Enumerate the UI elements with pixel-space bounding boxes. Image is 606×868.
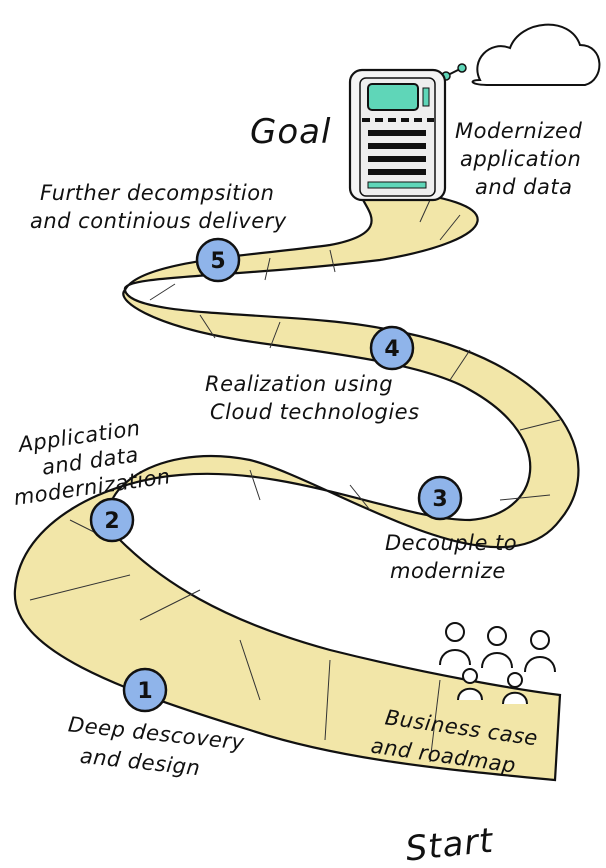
step-1-number: 1 bbox=[137, 679, 152, 704]
road-fill bbox=[13, 188, 580, 782]
step-2-label: Application and data modernization bbox=[12, 416, 172, 510]
goal-description: Modernized application and data bbox=[455, 119, 582, 199]
svg-text:Modernized: Modernized bbox=[455, 119, 582, 143]
svg-text:modernize: modernize bbox=[390, 559, 506, 583]
goal-label: Goal bbox=[250, 112, 331, 152]
step-marker-1: 1 bbox=[122, 667, 168, 713]
step-1-label: Deep descovery and design bbox=[67, 712, 246, 781]
road-pavement-lines bbox=[29, 199, 561, 763]
svg-text:Further decompsition: Further decompsition bbox=[40, 181, 274, 205]
cloud-icon bbox=[441, 23, 601, 86]
svg-text:application: application bbox=[460, 147, 581, 171]
svg-text:Cloud technologies: Cloud technologies bbox=[210, 400, 420, 424]
svg-text:Realization using: Realization using bbox=[205, 372, 393, 396]
step-marker-5: 5 bbox=[195, 237, 241, 283]
step-marker-2: 2 bbox=[89, 497, 135, 543]
people-icon bbox=[439, 622, 556, 705]
step-4-number: 4 bbox=[384, 337, 399, 362]
step-marker-4: 4 bbox=[369, 325, 415, 371]
step-3-number: 3 bbox=[432, 487, 447, 512]
step-marker-3: 3 bbox=[417, 475, 463, 521]
step-5-number: 5 bbox=[210, 249, 225, 274]
svg-text:and continious delivery: and continious delivery bbox=[30, 209, 287, 233]
svg-text:Decouple to: Decouple to bbox=[385, 531, 517, 555]
step-4-label: Realization using Cloud technologies bbox=[205, 372, 420, 424]
start-label: Start bbox=[404, 821, 496, 868]
svg-text:and data: and data bbox=[475, 175, 573, 199]
svg-text:and design: and design bbox=[79, 744, 202, 781]
server-icon bbox=[348, 68, 447, 202]
step-3-label: Decouple to modernize bbox=[385, 531, 517, 583]
step-2-number: 2 bbox=[104, 509, 119, 534]
winding-road bbox=[13, 188, 580, 782]
step-5-label: Further decompsition and continious deli… bbox=[30, 181, 287, 233]
